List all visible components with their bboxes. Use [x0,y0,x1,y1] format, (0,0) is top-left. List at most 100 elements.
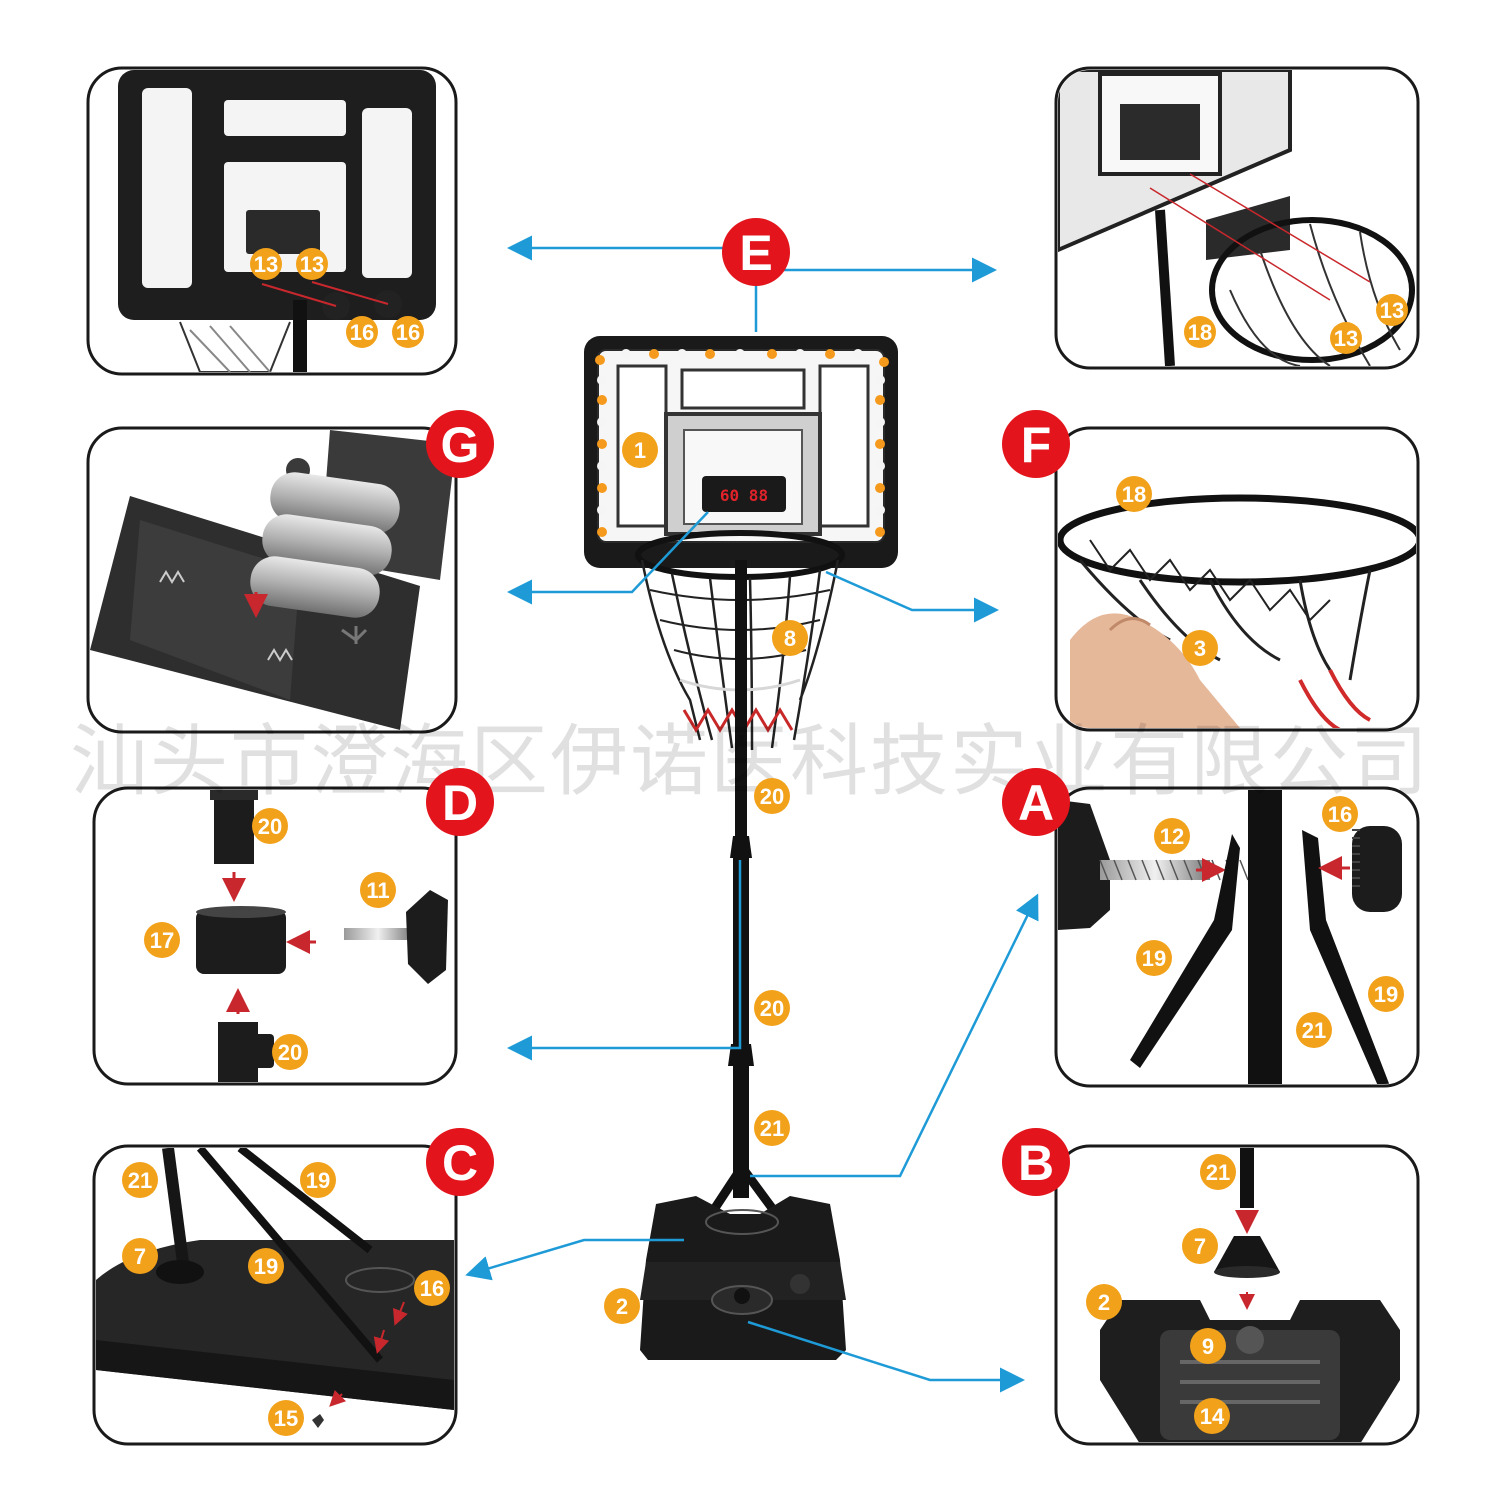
part-badge: 16 [392,316,424,348]
arrow-to-d [507,860,742,1061]
svg-text:20: 20 [760,784,784,809]
svg-text:F: F [1021,417,1052,473]
part-badge: 7 [1182,1228,1218,1264]
part-badge: 15 [268,1400,304,1436]
watermark-text: 汕头市澄海区伊诺医科技实业有限公司 [70,717,1430,807]
part-badge: 1 [622,432,658,468]
svg-text:13: 13 [1334,326,1358,351]
svg-text:A: A [1018,775,1054,831]
svg-text:21: 21 [1302,1018,1326,1043]
svg-text:C: C [442,1135,478,1191]
letter-badge-f: F [1002,410,1070,478]
svg-text:16: 16 [396,320,420,345]
svg-text:9: 9 [1202,1334,1214,1359]
svg-text:21: 21 [1206,1160,1230,1185]
svg-text:15: 15 [274,1406,298,1431]
part-badge: 20 [754,990,790,1026]
part-badge: 18 [1116,476,1152,512]
part-badge: 13 [250,248,282,280]
part-badge: 12 [1154,818,1190,854]
svg-text:16: 16 [420,1276,444,1301]
svg-text:B: B [1018,1135,1054,1191]
arrow-to-g [507,511,709,605]
part-badge: 19 [1368,976,1404,1012]
svg-text:E: E [739,225,772,281]
part-badge: 18 [1184,316,1216,348]
svg-text:8: 8 [784,626,796,651]
letter-badge-a: A [1002,768,1070,836]
backboard-rear-illustration [118,70,436,372]
svg-text:21: 21 [760,1116,784,1141]
svg-text:3: 3 [1194,636,1206,661]
part-badge: 21 [754,1110,790,1146]
arrow-to-a [750,893,1039,1178]
part-badge: 21 [1200,1154,1236,1190]
part-badge: 13 [1376,294,1408,326]
svg-text:18: 18 [1188,320,1212,345]
part-badge: 16 [1322,796,1358,832]
svg-text:13: 13 [300,252,324,277]
part-badge: 20 [252,808,288,844]
letter-badge-c: C [426,1128,494,1196]
part-badge: 3 [1182,630,1218,666]
svg-text:7: 7 [134,1244,146,1269]
svg-text:17: 17 [150,928,174,953]
part-badge: 2 [604,1288,640,1324]
svg-text:2: 2 [1098,1290,1110,1315]
part-badges: 13 13 16 16 18 13 13 18 3 20 11 17 20 12… [122,248,1408,1436]
letter-badge-b: B [1002,1128,1070,1196]
svg-text:1: 1 [634,438,646,463]
letter-badge-d: D [426,768,494,836]
svg-text:16: 16 [1328,802,1352,827]
svg-text:19: 19 [1142,946,1166,971]
part-badge: 8 [772,620,808,656]
part-badge: 16 [414,1270,450,1306]
svg-text:13: 13 [254,252,278,277]
part-badge: 19 [1136,940,1172,976]
battery-box-illustration [90,430,454,730]
svg-text:7: 7 [1194,1234,1206,1259]
rim-attachment-illustration [1058,70,1415,366]
scoreboard-digits: 60 88 [720,486,768,505]
svg-text:20: 20 [278,1040,302,1065]
svg-text:G: G [441,417,480,473]
connector-arrows [465,235,1039,1393]
svg-text:21: 21 [128,1168,152,1193]
svg-text:16: 16 [350,320,374,345]
svg-text:2: 2 [616,1294,628,1319]
part-badge: 2 [1086,1284,1122,1320]
part-badge: 16 [346,316,378,348]
hoop-main-illustration: 60 88 [584,336,898,1360]
part-badge: 19 [248,1248,284,1284]
svg-text:D: D [442,775,478,831]
part-badge: 21 [122,1162,158,1198]
svg-text:12: 12 [1160,824,1184,849]
svg-text:19: 19 [1374,982,1398,1007]
part-badge: 11 [360,872,396,908]
part-badge: 20 [272,1034,308,1070]
arrow-to-c [465,1238,684,1281]
svg-text:18: 18 [1122,482,1146,507]
svg-text:20: 20 [258,814,282,839]
svg-text:14: 14 [1200,1404,1225,1429]
arrow-to-b [747,1320,1025,1393]
part-badge: 20 [754,778,790,814]
part-badge: 21 [1296,1012,1332,1048]
svg-text:20: 20 [760,996,784,1021]
arrow-to-f [825,570,999,623]
led-lights [595,349,889,537]
part-badge: 19 [300,1162,336,1198]
letter-badge-g: G [426,410,494,478]
net-attachment-illustration [1058,494,1416,728]
part-badge: 7 [122,1238,158,1274]
part-badge: 17 [144,922,180,958]
svg-text:19: 19 [306,1168,330,1193]
svg-text:19: 19 [254,1254,278,1279]
svg-text:11: 11 [366,878,389,903]
base-rear-illustration [96,1148,454,1428]
part-badge: 14 [1194,1398,1230,1434]
part-badge: 13 [296,248,328,280]
part-badge: 9 [1190,1328,1226,1364]
letter-badges: E G F D A C B [426,218,1070,1196]
